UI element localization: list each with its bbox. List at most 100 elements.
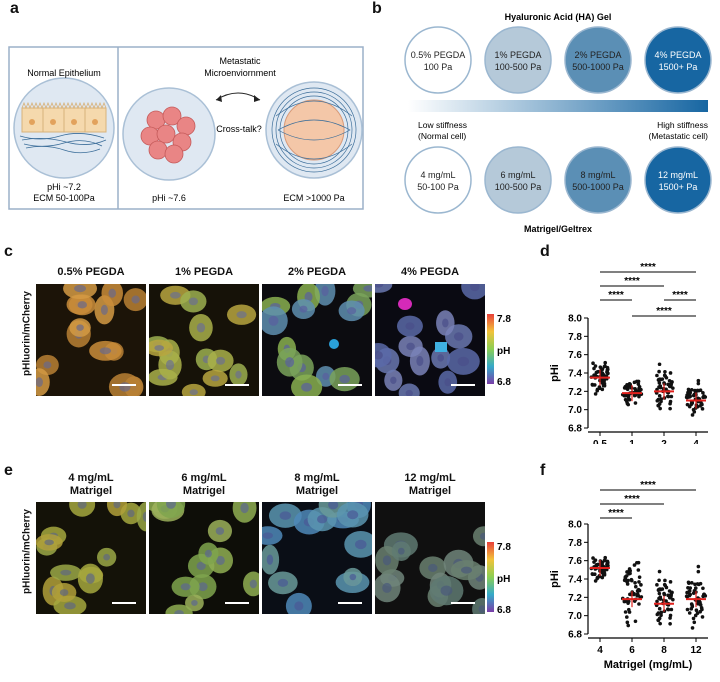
cell-nucleus <box>85 573 95 584</box>
chart-panel-d: ********************6.87.07.27.47.67.88.… <box>549 262 708 444</box>
matrigel-circle <box>404 146 472 214</box>
ha-gel-circle <box>644 26 712 94</box>
cell-nucleus <box>363 285 372 292</box>
cell-nucleus <box>215 356 226 365</box>
data-point <box>592 572 597 577</box>
x-tick-label: 2 <box>661 439 667 444</box>
cell-nucleus <box>444 378 452 387</box>
cell-nucleus <box>196 322 206 333</box>
data-point <box>657 606 662 611</box>
matrigel-circle-label: 4 mg/mL <box>420 170 455 180</box>
micrograph-canvas <box>262 502 372 614</box>
data-point <box>625 383 629 387</box>
data-point <box>688 394 693 399</box>
data-point <box>602 568 606 573</box>
cell-nucleus <box>166 502 176 509</box>
matrigel-circle <box>564 146 632 214</box>
colorbar-label: pH <box>497 346 510 357</box>
data-point <box>669 592 674 596</box>
cell-nucleus <box>277 578 289 587</box>
data-point <box>698 581 703 586</box>
panel-e-micrograph <box>375 502 485 614</box>
cell-nucleus <box>44 539 54 546</box>
cell-nucleus <box>215 527 225 535</box>
cell-nucleus <box>240 502 249 514</box>
data-point <box>701 391 705 395</box>
data-point <box>625 570 629 574</box>
data-point <box>687 589 692 593</box>
cell-nucleus <box>60 569 72 576</box>
y-tick-label: 7.0 <box>568 611 582 622</box>
significance-label: **** <box>640 480 656 491</box>
data-point <box>696 381 701 386</box>
colorbar-label: pH <box>497 574 510 585</box>
cell-nucleus <box>142 511 146 522</box>
plot-area: 6.87.07.27.47.67.88.0pHi0.5124% PEGDA <box>549 314 708 444</box>
data-point <box>658 406 662 411</box>
stiffness-gradient-bar <box>408 100 708 112</box>
ha-gel-circle-label: 4% PEGDA <box>654 50 701 60</box>
cell-nucleus <box>74 284 86 293</box>
data-point <box>688 390 693 395</box>
y-tick-label: 7.4 <box>568 575 582 586</box>
panel-e-micrograph <box>262 502 372 614</box>
data-point <box>626 623 631 628</box>
data-point <box>600 387 605 392</box>
data-point <box>637 580 641 584</box>
cell-nucleus <box>236 311 247 319</box>
data-point <box>668 621 672 626</box>
panel-e-micrograph <box>149 502 259 614</box>
data-point <box>701 586 705 591</box>
data-point <box>606 563 610 568</box>
ecm-fibers-dense <box>271 87 357 173</box>
panel-letter-b: b <box>372 0 382 17</box>
panel-c-ylabel: pHluorin/mCherry <box>21 291 33 377</box>
panel-c-micrograph <box>149 284 259 396</box>
data-point <box>692 620 697 625</box>
data-point <box>626 402 631 407</box>
matrigel-circle-label: 8 mg/mL <box>580 170 615 180</box>
cell-nucleus <box>416 355 424 367</box>
panel-c-ylabel-wrap: pHluorin/mCherry <box>20 280 34 392</box>
data-point <box>671 386 675 390</box>
matrigel-circle-label: 12 mg/mL <box>658 170 698 180</box>
data-point <box>592 383 597 387</box>
cell-nucleus <box>390 376 397 384</box>
cell-nucleus <box>442 318 449 328</box>
significance-label: **** <box>608 508 624 519</box>
schematic-panel-a: Normal Epithelium pHi ~7.2 ECM 50-100Pa … <box>8 46 364 210</box>
data-point <box>663 578 667 583</box>
cell <box>375 342 392 368</box>
data-point <box>657 616 662 621</box>
data-point <box>636 379 641 384</box>
panel-c-image-title: 4% PEGDA <box>400 266 460 278</box>
cell <box>398 383 420 396</box>
data-point <box>625 615 629 619</box>
y-axis-label: pHi <box>549 364 561 382</box>
cell-cluster <box>283 99 345 161</box>
data-point <box>660 587 665 591</box>
cell-nucleus <box>198 582 208 592</box>
cell-nucleus <box>235 370 242 379</box>
y-tick-label: 7.6 <box>568 556 582 567</box>
data-point <box>703 594 708 598</box>
y-tick-label: 7.8 <box>568 538 582 549</box>
cell-nucleus <box>174 610 184 614</box>
data-point <box>694 608 699 613</box>
data-point <box>628 592 632 597</box>
cell-nucleus <box>301 382 313 392</box>
data-point <box>668 613 673 618</box>
cell-nucleus <box>36 377 43 387</box>
x-tick-label: 4 <box>597 645 603 656</box>
y-tick-label: 7.2 <box>568 593 582 604</box>
scale-bar <box>451 602 475 604</box>
y-tick-label: 7.4 <box>568 369 582 380</box>
scale-bar <box>451 384 475 386</box>
cell-nucleus <box>76 324 84 331</box>
scale-bar <box>338 384 362 386</box>
cell-nucleus <box>196 561 206 571</box>
cell-nucleus <box>262 532 273 539</box>
cell-nucleus <box>191 599 198 606</box>
crosstalk-arrowhead-right <box>254 95 260 102</box>
